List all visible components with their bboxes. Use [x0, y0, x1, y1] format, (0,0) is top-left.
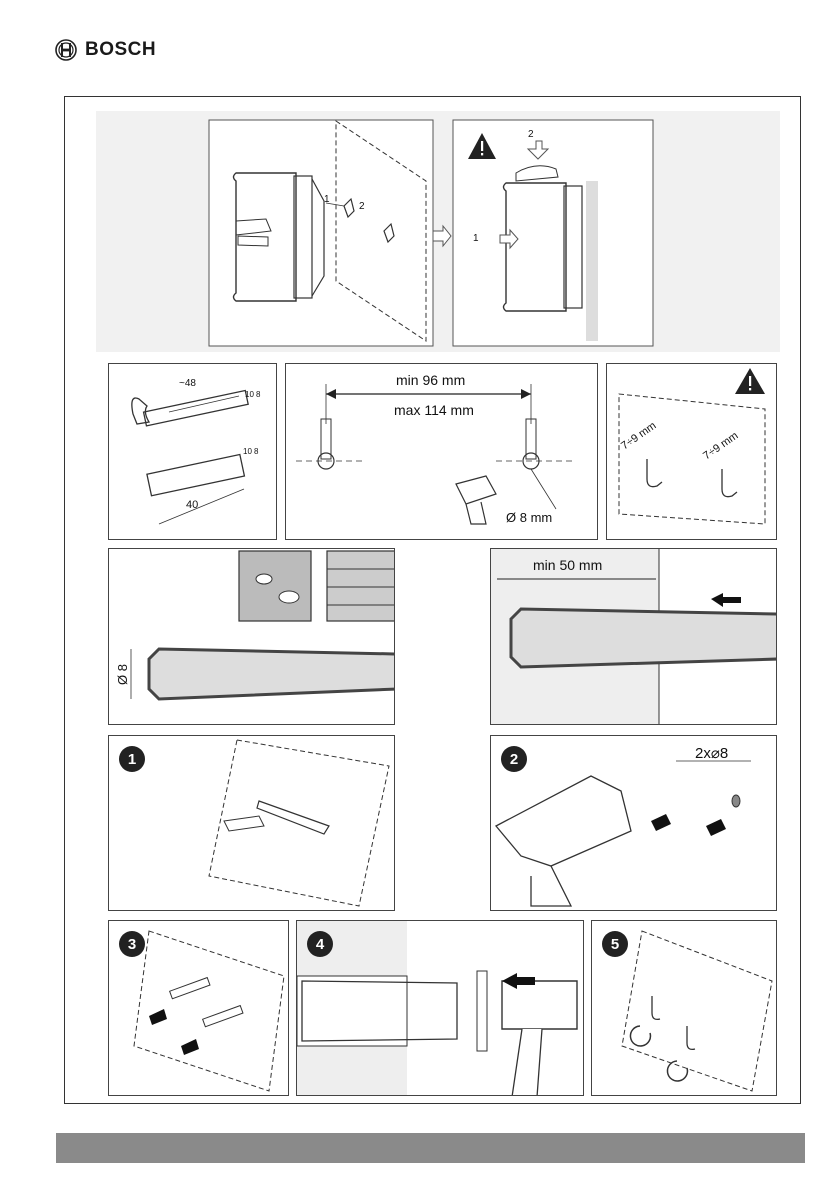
step-4-panel: 4 [296, 920, 584, 1096]
bit-diameter: Ø 8 [115, 664, 130, 685]
step-1-drawing [109, 736, 395, 911]
step-4-badge: 4 [307, 931, 333, 957]
step-1-badge: 1 [119, 746, 145, 772]
footer-bar [56, 1133, 805, 1163]
drill-bit-panel: Ø 8 [108, 548, 395, 725]
mounting-overview-panel: 1 2 1 2 [96, 111, 780, 352]
press-label-2: 2 [528, 129, 534, 140]
step-2-badge: 2 [501, 746, 527, 772]
drill-depth-panel: min 50 mm [490, 548, 777, 725]
plug-dim-1: 10 [243, 447, 252, 456]
hook-gap-panel: 7÷9 mm 7÷9 mm [606, 363, 777, 540]
hook-dim-1: 10 [245, 390, 254, 399]
drill-bit-drawing [109, 549, 395, 725]
step-4-drawing [297, 921, 584, 1096]
drill-spec: 2x⌀8 [695, 744, 728, 762]
bosch-armature-icon [55, 39, 77, 61]
step-label-2: 2 [359, 201, 365, 212]
max-spacing: max 114 mm [394, 402, 474, 418]
drill-diameter: Ø 8 mm [506, 510, 552, 525]
bosch-logo: BOSCH [55, 38, 156, 62]
step-2-panel: 2 2x⌀8 [490, 735, 777, 911]
plug-length: 40 [186, 499, 198, 511]
step-1-panel: 1 [108, 735, 395, 911]
mounting-overview-illustration [96, 111, 780, 352]
step-3-panel: 3 [108, 920, 289, 1096]
hook-dimensions-panel: ~48 10 8 10 8 40 [108, 363, 277, 540]
plug-dim-2: 8 [254, 447, 258, 456]
min-depth: min 50 mm [533, 557, 602, 573]
drill-depth-drawing [491, 549, 777, 725]
min-spacing: min 96 mm [396, 372, 465, 388]
step-5-badge: 5 [602, 931, 628, 957]
step-label-1: 1 [324, 194, 330, 205]
step-5-panel: 5 [591, 920, 777, 1096]
hole-spacing-panel: min 96 mm max 114 mm Ø 8 mm [285, 363, 598, 540]
hook-gap-drawing [607, 364, 777, 540]
step-3-badge: 3 [119, 931, 145, 957]
hook-dim-2: 8 [256, 390, 260, 399]
hook-length: ~48 [179, 378, 196, 389]
step-2-drawing [491, 736, 777, 911]
push-label-1: 1 [473, 233, 479, 244]
brand-name: BOSCH [85, 39, 156, 61]
